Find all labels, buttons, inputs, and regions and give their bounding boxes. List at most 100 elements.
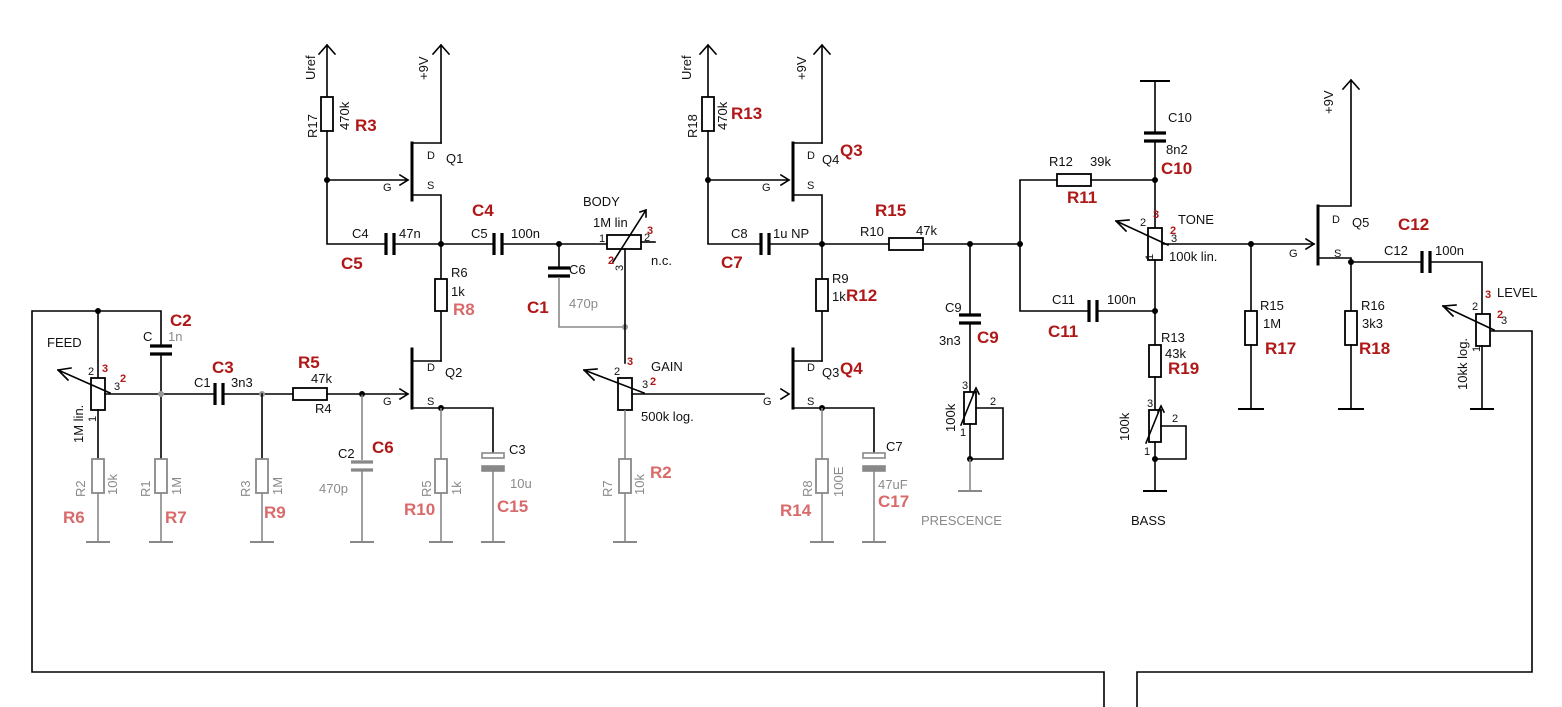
q1-d: D	[427, 150, 435, 162]
tone-pin1: 1	[1144, 254, 1156, 260]
c9-value: 3n3	[939, 333, 961, 348]
r8-value: 100E	[831, 466, 846, 497]
c2-value: 470p	[319, 481, 348, 496]
bass-pin3: 3	[1147, 398, 1153, 410]
labels: Uref +9V Uref +9V +9V R17 470k R3 D Q1 G…	[47, 55, 1537, 528]
c8-value: 1u NP	[773, 226, 809, 241]
pot-level	[1475, 313, 1491, 347]
level-pin3: 3	[1485, 289, 1491, 301]
feed-value: 1M lin.	[71, 405, 86, 443]
v9-label-1: +9V	[416, 56, 431, 80]
c1-label: C1	[194, 375, 211, 390]
pot-feed	[90, 377, 106, 411]
tone-pin2-red: 2	[1170, 225, 1176, 237]
r15-new-label: R17	[1265, 339, 1296, 358]
uref-label-1: Uref	[303, 55, 318, 80]
q5-s: S	[1334, 248, 1341, 260]
r9-value: 1k	[832, 289, 846, 304]
output-stage-q5	[1304, 78, 1496, 410]
body-pin2-red: 2	[608, 255, 614, 267]
r2-label: R2	[73, 480, 88, 497]
resistor-r7	[618, 458, 632, 494]
body-pin1: 1	[599, 233, 605, 245]
r2-new-label: R6	[63, 508, 85, 527]
stage-q1-q2	[317, 43, 765, 543]
r18-new-label: R13	[731, 104, 762, 123]
presence-pin1: 1	[960, 427, 966, 439]
pot-body	[606, 234, 642, 250]
c5-value: 100n	[511, 226, 540, 241]
q1-label: Q1	[446, 151, 463, 166]
q4-d: D	[807, 150, 815, 162]
feed-pin1: 1	[87, 416, 99, 422]
c8-label: C8	[731, 226, 748, 241]
c9-new-label: C9	[977, 328, 999, 347]
r10-label: R10	[860, 224, 884, 239]
stage-q4-q3	[698, 43, 1023, 543]
resistor-r8	[815, 458, 829, 494]
pot-presence	[963, 391, 977, 425]
r7-label: R7	[600, 480, 615, 497]
uref-label-2: Uref	[679, 55, 694, 80]
feed-pin3: 3	[102, 363, 108, 375]
q3-s: S	[807, 396, 814, 408]
level-label: LEVEL	[1497, 285, 1537, 300]
r12-label: R12	[1049, 154, 1073, 169]
q3-d: D	[807, 362, 815, 374]
c1-new-label: C3	[212, 358, 234, 377]
q3-g: G	[763, 396, 772, 408]
r18-value: 470k	[715, 101, 730, 130]
r15-label: R15	[1260, 298, 1284, 313]
resistor-r6	[434, 278, 448, 312]
c3-new-label: C15	[497, 497, 528, 516]
c4-value: 47n	[399, 226, 421, 241]
r9-label: R9	[832, 271, 849, 286]
q4-g: G	[762, 182, 771, 194]
q3-label: Q3	[822, 365, 839, 380]
r18-label: R18	[685, 114, 700, 138]
resistor-r3	[255, 458, 269, 494]
r12-value: 39k	[1090, 154, 1111, 169]
r13-value: 43k	[1165, 346, 1186, 361]
body-pin3-b: 3	[614, 265, 626, 271]
v9-label-3: +9V	[1321, 90, 1336, 114]
q2-s: S	[427, 396, 434, 408]
resistor-r16	[1344, 310, 1358, 346]
q4-s: S	[807, 180, 814, 192]
q5-d: D	[1332, 214, 1340, 226]
c6-label: C6	[569, 262, 586, 277]
c7-label: C7	[886, 439, 903, 454]
body-value: 1M lin	[593, 215, 628, 230]
r8-new-label: R14	[780, 501, 812, 520]
q3-new-label: Q4	[840, 359, 863, 378]
c7-value: 47uF	[878, 477, 908, 492]
presence-pin3: 3	[962, 380, 968, 392]
bass-pin1: 1	[1144, 446, 1150, 458]
r3-value: 1M	[270, 477, 285, 495]
gain-pin2: 2	[614, 366, 620, 378]
c7-new-label: C17	[878, 492, 909, 511]
resistor-r10	[888, 237, 924, 251]
body-pin3: 3	[647, 225, 653, 237]
c10-label: C10	[1168, 110, 1192, 125]
r8-label: R8	[800, 480, 815, 497]
resistor-r9	[815, 278, 829, 312]
r17-new-label: R3	[355, 116, 377, 135]
resistor-r12	[1056, 173, 1092, 187]
gain-pin3b: 3	[642, 379, 648, 391]
r15-value: 1M	[1263, 316, 1281, 331]
cap-c3	[481, 452, 505, 459]
c2-new-label: C6	[372, 438, 394, 457]
c6-value: 470p	[569, 296, 598, 311]
c10-new-label: C10	[1161, 159, 1192, 178]
body-pin2: 2	[644, 232, 650, 244]
bass-pin2: 2	[1172, 413, 1178, 425]
resistor-r18	[701, 96, 715, 132]
resistor-r2	[91, 458, 105, 494]
v9-label-2: +9V	[794, 56, 809, 80]
gain-label: GAIN	[651, 359, 683, 374]
tone-label: TONE	[1178, 212, 1214, 227]
r16-new-label: R18	[1359, 339, 1390, 358]
tone-value: 100k lin.	[1169, 249, 1217, 264]
r3-new-label: R9	[264, 503, 286, 522]
